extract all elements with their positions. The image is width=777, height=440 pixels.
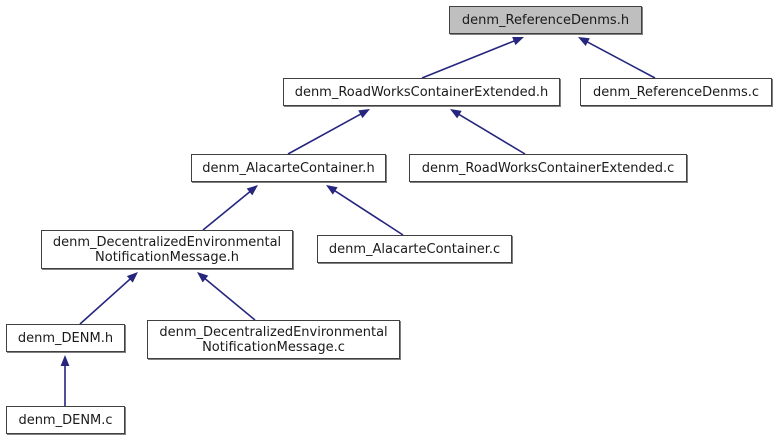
graph-node-label-den_message_h: denm_DecentralizedEnvironmental Notifica…	[52, 234, 282, 265]
graph-node-label-roadworks_ext_h: denm_RoadWorksContainerExtended.h	[294, 84, 549, 100]
graph-node-label-alacarte_h: denm_AlacarteContainer.h	[202, 160, 375, 176]
graph-node-label-alacarte_c: denm_AlacarteContainer.c	[328, 241, 501, 257]
edge-arrowhead-den_message_c-to-den_message_h	[197, 272, 209, 283]
graph-node-reference_denms_h[interactable]: denm_ReferenceDenms.h	[449, 6, 642, 34]
graph-node-label-roadworks_ext_c: denm_RoadWorksContainerExtended.c	[421, 160, 675, 176]
edge-line-roadworks_ext_h-to-reference_denms_h	[421, 39, 516, 79]
graph-node-alacarte_h[interactable]: denm_AlacarteContainer.h	[191, 154, 386, 182]
edge-arrowhead-roadworks_ext_c-to-roadworks_ext_h	[450, 109, 462, 119]
edge-arrowhead-denm_h-to-den_message_h	[126, 272, 138, 283]
graph-node-den_message_c[interactable]: denm_DecentralizedEnvironmental Notifica…	[147, 320, 400, 359]
graph-node-label-reference_denms_h: denm_ReferenceDenms.h	[461, 12, 630, 28]
graph-node-alacarte_c[interactable]: denm_AlacarteContainer.c	[317, 235, 512, 263]
edge-line-denm_h-to-den_message_h	[79, 277, 132, 325]
graph-node-label-denm_c: denm_DENM.c	[18, 412, 113, 428]
graph-node-label-reference_denms_c: denm_ReferenceDenms.c	[592, 84, 760, 100]
graph-node-roadworks_ext_h[interactable]: denm_RoadWorksContainerExtended.h	[283, 78, 560, 106]
edge-arrowhead-reference_denms_c-to-reference_denms_h	[578, 37, 590, 47]
edge-arrowhead-denm_c-to-denm_h	[60, 355, 70, 366]
edge-arrowhead-alacarte_c-to-alacarte_h	[326, 185, 338, 195]
edge-line-reference_denms_c-to-reference_denms_h	[585, 40, 656, 79]
graph-node-reference_denms_c[interactable]: denm_ReferenceDenms.c	[580, 78, 772, 106]
graph-node-den_message_h[interactable]: denm_DecentralizedEnvironmental Notifica…	[41, 230, 293, 269]
edge-arrowhead-alacarte_h-to-roadworks_ext_h	[358, 109, 370, 119]
graph-node-denm_h[interactable]: denm_DENM.h	[6, 324, 125, 352]
graph-node-roadworks_ext_c[interactable]: denm_RoadWorksContainerExtended.c	[409, 154, 687, 182]
graph-node-denm_c[interactable]: denm_DENM.c	[6, 406, 125, 434]
edge-line-den_message_h-to-alacarte_h	[202, 190, 252, 231]
edge-arrowhead-den_message_h-to-alacarte_h	[246, 185, 258, 196]
graph-node-label-denm_h: denm_DENM.h	[17, 330, 114, 346]
edge-line-roadworks_ext_c-to-roadworks_ext_h	[457, 112, 526, 155]
edge-line-den_message_c-to-den_message_h	[203, 277, 256, 321]
edge-line-alacarte_h-to-roadworks_ext_h	[287, 112, 363, 155]
edge-line-alacarte_c-to-alacarte_h	[333, 189, 404, 236]
edge-arrowhead-roadworks_ext_h-to-reference_denms_h	[512, 37, 524, 46]
graph-node-label-den_message_c: denm_DecentralizedEnvironmental Notifica…	[159, 324, 388, 355]
